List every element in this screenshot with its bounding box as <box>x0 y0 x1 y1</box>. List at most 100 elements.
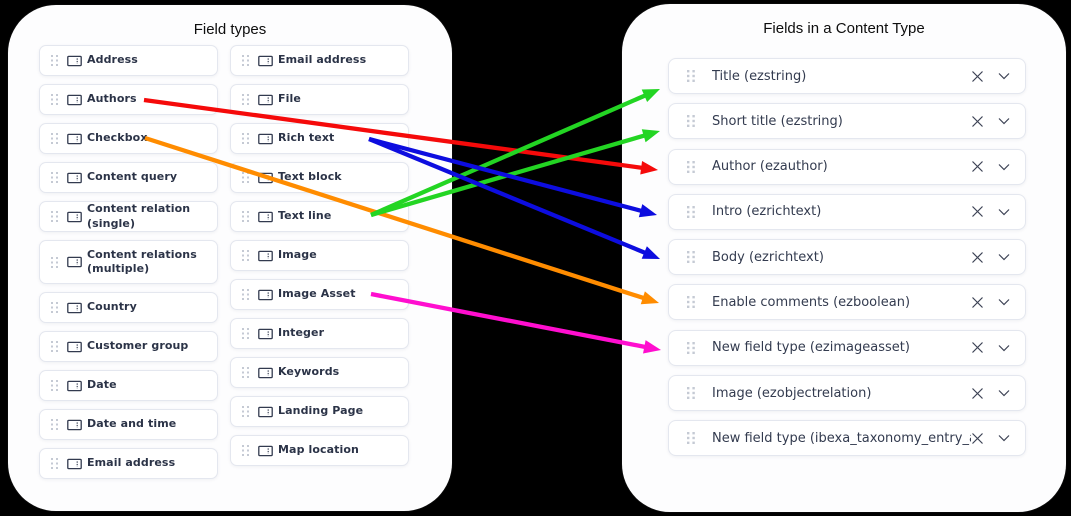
field-type-item-country[interactable]: Country <box>39 292 218 323</box>
field-type-item-email-address-2[interactable]: Email address <box>230 45 409 76</box>
field-type-icon <box>67 55 82 67</box>
remove-field-button[interactable] <box>971 296 984 309</box>
drag-handle-icon[interactable] <box>242 211 249 222</box>
field-type-item-checkbox[interactable]: Checkbox <box>39 123 218 154</box>
field-row-short-title[interactable]: Short title (ezstring) <box>668 103 1026 140</box>
collapse-field-button[interactable] <box>998 117 1010 125</box>
drag-handle-icon[interactable] <box>242 289 249 300</box>
field-type-item-date-and-time[interactable]: Date and time <box>39 409 218 440</box>
drag-handle-icon[interactable] <box>51 172 58 183</box>
drag-handle-icon[interactable] <box>242 250 249 261</box>
field-type-item-map-location[interactable]: Map location <box>230 435 409 466</box>
field-type-label: Content query <box>87 170 178 184</box>
field-type-item-keywords[interactable]: Keywords <box>230 357 409 388</box>
drag-handle-icon[interactable] <box>51 55 58 66</box>
collapse-field-button[interactable] <box>998 72 1010 80</box>
drag-handle-icon[interactable] <box>687 115 695 128</box>
field-type-icon <box>67 133 82 145</box>
field-type-item-integer[interactable]: Integer <box>230 318 409 349</box>
collapse-field-button[interactable] <box>998 389 1010 397</box>
drag-handle-icon[interactable] <box>51 419 58 430</box>
field-types-column-2: Email address File Rich text Text block … <box>230 45 409 466</box>
field-type-item-text-block[interactable]: Text block <box>230 162 409 193</box>
field-type-icon <box>67 172 82 184</box>
field-type-label: Text line <box>278 209 332 223</box>
remove-field-button[interactable] <box>971 115 984 128</box>
drag-handle-icon[interactable] <box>51 211 58 222</box>
drag-handle-icon[interactable] <box>51 94 58 105</box>
field-row-new-field-type-ezimageasset[interactable]: New field type (ezimageasset) <box>668 329 1026 366</box>
drag-handle-icon[interactable] <box>687 387 695 400</box>
collapse-field-button[interactable] <box>998 298 1010 306</box>
field-row-title[interactable]: Title (ezstring) <box>668 58 1026 94</box>
field-type-icon <box>258 406 273 418</box>
drag-handle-icon[interactable] <box>687 205 695 218</box>
field-type-label: Landing Page <box>278 404 364 418</box>
collapse-field-button[interactable] <box>998 208 1010 216</box>
field-row-intro[interactable]: Intro (ezrichtext) <box>668 193 1026 230</box>
field-type-label: Rich text <box>278 131 335 145</box>
drag-handle-icon[interactable] <box>242 445 249 456</box>
drag-handle-icon[interactable] <box>51 458 58 469</box>
remove-field-button[interactable] <box>971 70 984 83</box>
field-type-item-content-query[interactable]: Content query <box>39 162 218 193</box>
collapse-field-button[interactable] <box>998 253 1010 261</box>
remove-field-button[interactable] <box>971 341 984 354</box>
field-type-item-file[interactable]: File <box>230 84 409 115</box>
field-type-item-email-address[interactable]: Email address <box>39 448 218 479</box>
drag-handle-icon[interactable] <box>242 406 249 417</box>
drag-handle-icon[interactable] <box>687 251 695 264</box>
field-row-author[interactable]: Author (ezauthor) <box>668 148 1026 185</box>
field-row-new-field-type-taxonomy[interactable]: New field type (ibexa_taxonomy_entry_ass… <box>668 420 1026 457</box>
field-type-item-rich-text[interactable]: Rich text <box>230 123 409 154</box>
field-type-label: Checkbox <box>87 131 148 145</box>
field-row-label: Image (ezobjectrelation) <box>712 385 872 401</box>
field-type-item-text-line[interactable]: Text line <box>230 201 409 232</box>
remove-field-button[interactable] <box>971 205 984 218</box>
content-type-fields-list: Title (ezstring) Short title (ezstring) … <box>668 58 1026 457</box>
collapse-field-button[interactable] <box>998 344 1010 352</box>
field-type-item-date[interactable]: Date <box>39 370 218 401</box>
field-type-label: Map location <box>278 443 359 457</box>
field-type-label: File <box>278 92 301 106</box>
drag-handle-icon[interactable] <box>687 70 695 82</box>
collapse-field-button[interactable] <box>998 163 1010 171</box>
field-row-label: New field type (ibexa_taxonomy_entry_ass… <box>712 430 971 446</box>
field-type-item-authors[interactable]: Authors <box>39 84 218 115</box>
field-type-item-address[interactable]: Address <box>39 45 218 76</box>
drag-handle-icon[interactable] <box>687 160 695 173</box>
field-row-label: Short title (ezstring) <box>712 113 843 129</box>
drag-handle-icon[interactable] <box>51 341 58 352</box>
field-type-label: Content relation (single) <box>87 202 191 230</box>
field-type-item-image[interactable]: Image <box>230 240 409 271</box>
remove-field-button[interactable] <box>971 251 984 264</box>
drag-handle-icon[interactable] <box>242 94 249 105</box>
collapse-field-button[interactable] <box>998 434 1010 442</box>
drag-handle-icon[interactable] <box>242 328 249 339</box>
drag-handle-icon[interactable] <box>242 55 249 66</box>
field-type-icon <box>67 302 82 314</box>
field-type-item-customer-group[interactable]: Customer group <box>39 331 218 362</box>
drag-handle-icon[interactable] <box>51 133 58 144</box>
field-type-label: Image <box>278 248 317 262</box>
drag-handle-icon[interactable] <box>51 380 58 391</box>
drag-handle-icon[interactable] <box>51 302 58 313</box>
remove-field-button[interactable] <box>971 160 984 173</box>
field-type-item-content-relation-single[interactable]: Content relation (single) <box>39 201 218 232</box>
field-row-body[interactable]: Body (ezrichtext) <box>668 239 1026 276</box>
drag-handle-icon[interactable] <box>687 432 695 445</box>
field-type-item-landing-page[interactable]: Landing Page <box>230 396 409 427</box>
field-row-enable-comments[interactable]: Enable comments (ezboolean) <box>668 284 1026 321</box>
field-row-image[interactable]: Image (ezobjectrelation) <box>668 375 1026 412</box>
field-type-item-image-asset[interactable]: Image Asset <box>230 279 409 310</box>
drag-handle-icon[interactable] <box>242 367 249 378</box>
remove-field-button[interactable] <box>971 432 984 445</box>
remove-field-button[interactable] <box>971 387 984 400</box>
drag-handle-icon[interactable] <box>242 133 249 144</box>
field-type-item-content-relations-multiple[interactable]: Content relations (multiple) <box>39 240 218 284</box>
drag-handle-icon[interactable] <box>687 296 695 309</box>
drag-handle-icon[interactable] <box>51 256 58 268</box>
drag-handle-icon[interactable] <box>242 172 249 183</box>
field-type-label: Content relations (multiple) <box>87 247 197 275</box>
drag-handle-icon[interactable] <box>687 341 695 354</box>
